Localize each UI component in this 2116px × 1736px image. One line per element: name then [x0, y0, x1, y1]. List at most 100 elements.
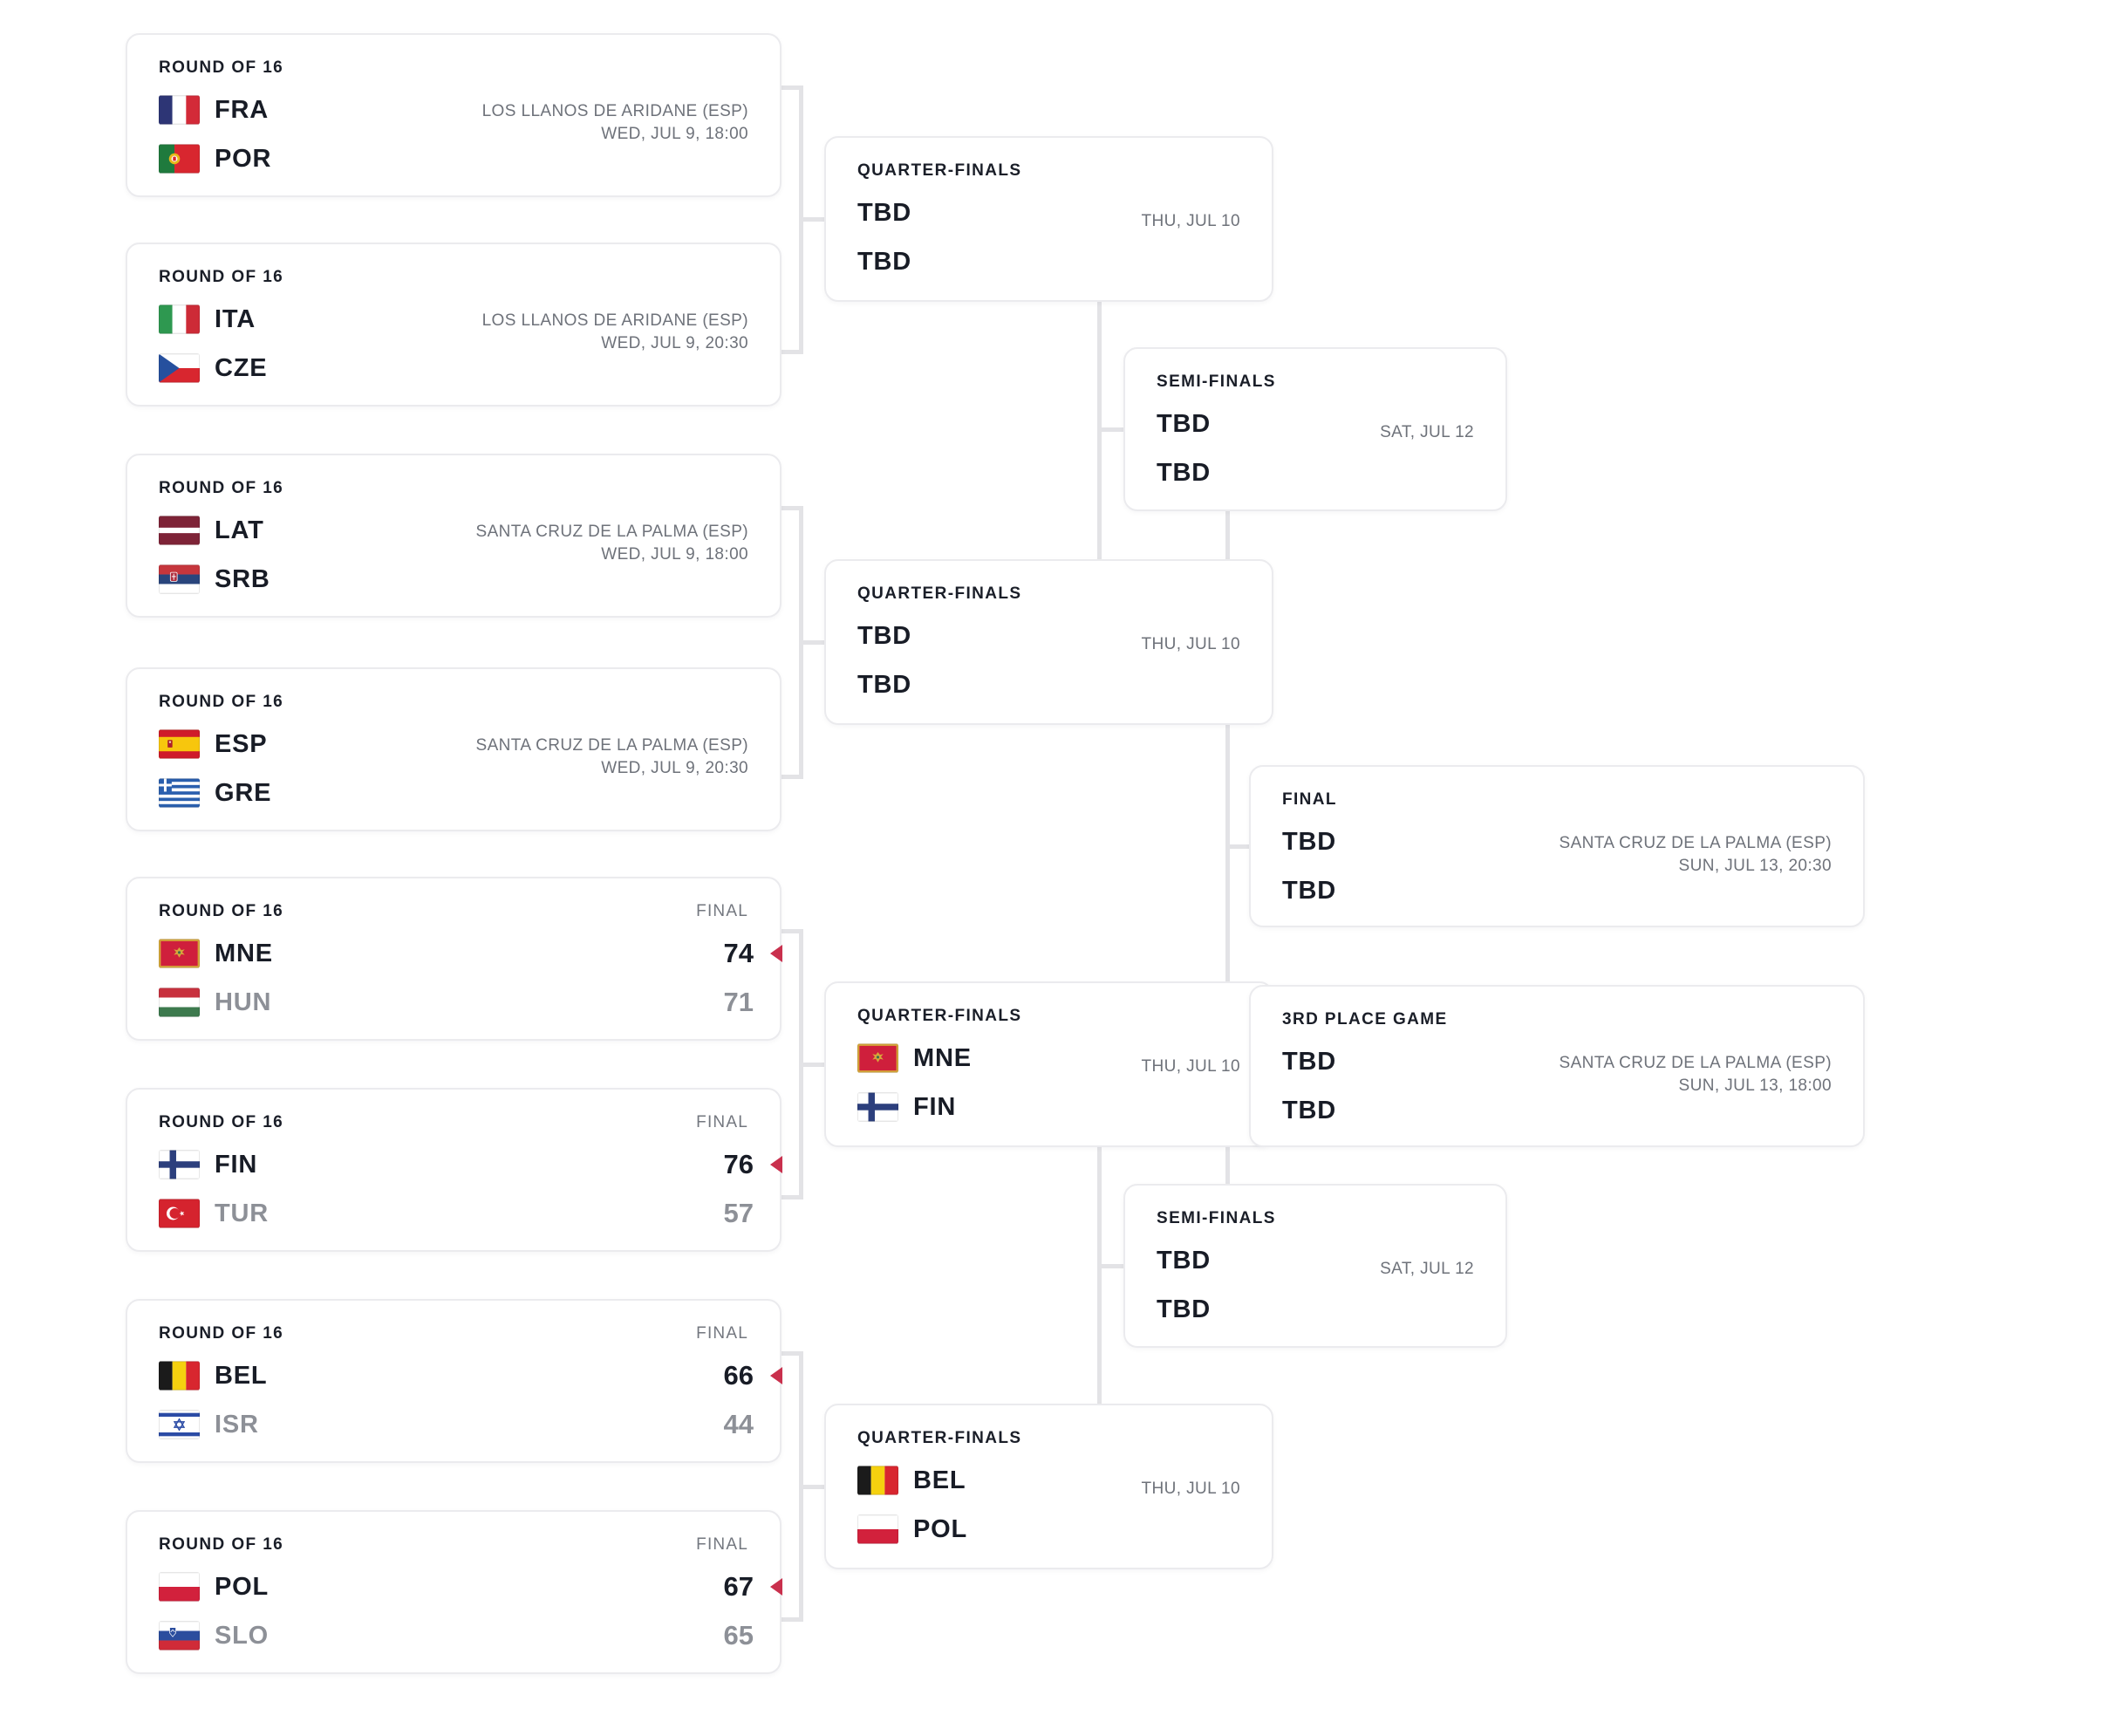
bracket-connector-line — [1102, 427, 1123, 432]
card-header: QUARTER-FINALS — [857, 1428, 1240, 1449]
team-name-tbd: TBD — [1282, 1047, 1337, 1076]
stage-label: ROUND OF 16 — [159, 58, 284, 77]
team-row: MNE 74 — [159, 934, 754, 973]
bracket-connector-line — [782, 1195, 803, 1199]
team-code: ESP — [215, 729, 268, 758]
bracket-connector-line — [782, 85, 803, 90]
team-row: TBD — [1157, 1241, 1474, 1280]
team-row: POL — [857, 1510, 1240, 1548]
card-header: SEMI-FINALS — [1157, 1208, 1474, 1229]
stage-label: QUARTER-FINALS — [857, 1429, 1022, 1447]
team-code: MNE — [913, 1043, 972, 1072]
datetime-text: WED, JUL 9, 20:30 — [601, 334, 748, 352]
bracket-connector-line — [1230, 844, 1249, 849]
team-name-tbd: TBD — [1157, 458, 1212, 487]
team-row: LAT — [159, 511, 748, 550]
card-header: QUARTER-FINALS — [857, 584, 1240, 605]
venue-text: SANTA CRUZ DE LA PALMA (ESP) — [1559, 834, 1832, 852]
card-header: ROUND OF 16 FINAL — [159, 1112, 748, 1133]
winner-arrow-icon — [770, 1578, 782, 1596]
team-code: BEL — [215, 1361, 268, 1390]
team-score: 76 — [723, 1149, 754, 1179]
bracket-connector-line — [803, 1063, 824, 1067]
team-code: POR — [215, 144, 272, 173]
tur-flag-icon — [159, 1199, 200, 1228]
winner-arrow-icon — [770, 1367, 782, 1384]
slo-flag-icon — [159, 1621, 200, 1651]
team-code: POL — [215, 1572, 270, 1601]
team-code: MNE — [215, 939, 273, 967]
winner-arrow-icon — [770, 1156, 782, 1173]
team-code: FIN — [215, 1150, 258, 1179]
bracket-connector-line — [782, 929, 803, 933]
team-code: FIN — [913, 1092, 957, 1121]
match-info: LOS LLANOS DE ARIDANE (ESP)WED, JUL 9, 2… — [482, 310, 748, 355]
team-name-tbd: TBD — [1157, 1246, 1212, 1275]
match-info: SAT, JUL 12 — [1380, 1258, 1474, 1281]
match-status: FINAL — [696, 1535, 748, 1554]
fin-flag-icon — [857, 1092, 898, 1122]
stage-label: ROUND OF 16 — [159, 902, 284, 920]
datetime-text: THU, JUL 10 — [1141, 1057, 1240, 1076]
team-name-tbd: TBD — [857, 670, 912, 699]
team-row: FIN 76 — [159, 1145, 754, 1184]
datetime-text: THU, JUL 10 — [1141, 1480, 1240, 1498]
stage-label: ROUND OF 16 — [159, 1113, 284, 1131]
bracket-connector-line — [1097, 302, 1102, 559]
por-flag-icon — [159, 144, 200, 174]
team-row: TBD — [1157, 454, 1474, 492]
stage-label: ROUND OF 16 — [159, 1324, 284, 1343]
match-card[interactable]: FINAL TBD TBD SANTA CRUZ DE LA PALMA (ESP… — [1249, 765, 1865, 927]
mne-flag-icon — [159, 939, 200, 968]
card-header: ROUND OF 16 — [159, 267, 748, 288]
team-name-tbd: TBD — [1282, 827, 1337, 856]
stage-label: SEMI-FINALS — [1157, 372, 1276, 391]
bracket-connector-line — [782, 350, 803, 354]
team-rows: TBD TBD — [1282, 823, 1832, 910]
fin-flag-icon — [159, 1150, 200, 1179]
team-rows: MNE FIN — [857, 1039, 1240, 1126]
team-code: HUN — [215, 988, 272, 1016]
team-score: 65 — [723, 1620, 754, 1651]
match-status: FINAL — [696, 1113, 748, 1131]
stage-label: FINAL — [1282, 790, 1337, 809]
team-row: TBD — [857, 243, 1240, 281]
bracket-connector-line — [1102, 1264, 1123, 1268]
esp-flag-icon — [159, 729, 200, 759]
card-header: 3RD PLACE GAME — [1282, 1009, 1832, 1030]
match-card[interactable]: 3RD PLACE GAME TBD TBD SANTA CRUZ DE LA P… — [1249, 985, 1865, 1147]
match-info: SANTA CRUZ DE LA PALMA (ESP)SUN, JUL 13,… — [1560, 1052, 1832, 1097]
team-code: SLO — [215, 1621, 270, 1650]
team-row: FIN — [857, 1088, 1240, 1126]
datetime-text: SAT, JUL 12 — [1380, 423, 1474, 441]
match-card[interactable]: ROUND OF 16 ITA CZE LOS LLANOS DE ARIDANE… — [126, 243, 782, 407]
match-info: SANTA CRUZ DE LA PALMA (ESP)WED, JUL 9, … — [476, 521, 748, 566]
team-code: CZE — [215, 353, 268, 382]
team-row: ITA — [159, 300, 748, 338]
team-score: 74 — [723, 938, 754, 968]
team-row: TBD — [1282, 871, 1832, 910]
team-code: TUR — [215, 1199, 270, 1227]
team-name-tbd: TBD — [1282, 1096, 1337, 1124]
